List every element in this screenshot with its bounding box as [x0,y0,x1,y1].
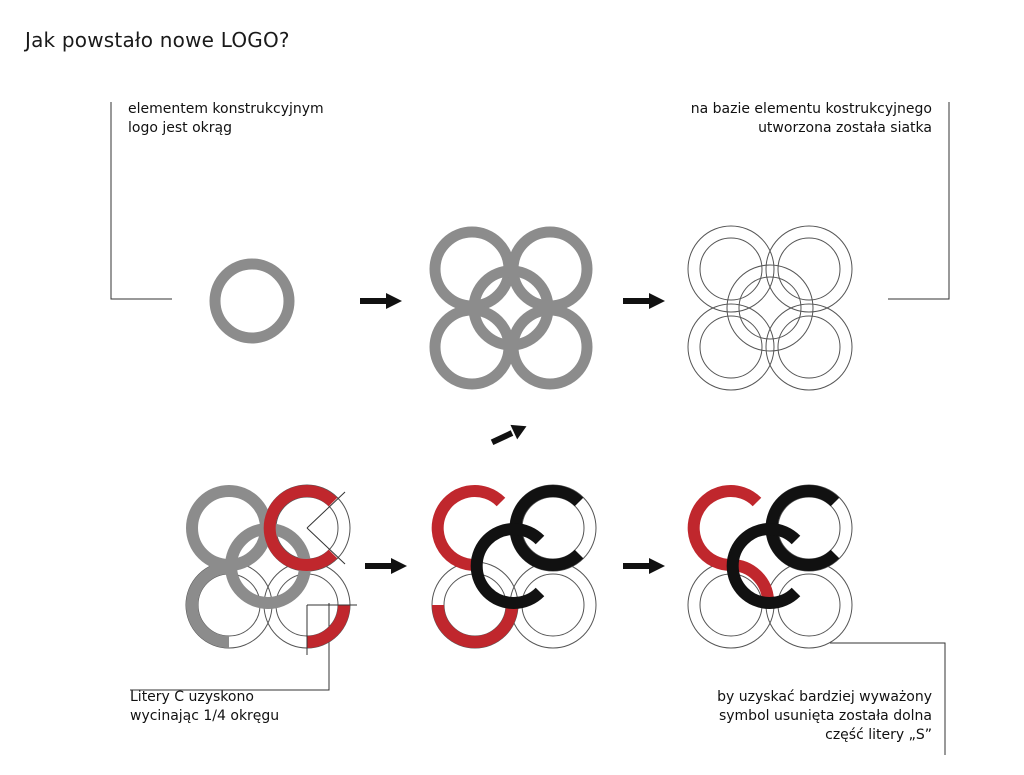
note-grid: na bazie elementu kostrukcyjnego utworzo… [691,100,932,138]
note-balance: by uzyskać bardziej wyważony symbol usun… [717,688,932,745]
gray-arc [186,562,230,606]
leader-lines [110,102,950,755]
note-line: Litery C uzyskono [130,689,254,705]
grid-circle [765,225,853,313]
outline-grid [687,225,853,391]
note-line: symbol usunięta została dolna [718,708,932,724]
red-quarter-arc [306,604,350,648]
red-c-arc [687,485,762,572]
note-line: na bazie elementu kostrukcyjnego [690,101,932,117]
grid-circle [699,315,763,379]
grid-circle [699,237,763,301]
cut-line [306,527,346,565]
construction-circle [209,258,295,344]
final-logo [687,484,853,649]
grid-circle [687,225,775,313]
arrow-right-icon [623,293,665,309]
note-line: część litery „S” [825,727,932,743]
note-line: logo jest okrąg [128,120,232,136]
leader-line-grid [888,102,950,300]
leader-line-construction-circle [110,102,172,300]
grid-circle [687,303,775,391]
cut-lines [306,491,357,655]
logo-draft [431,484,597,649]
cut-line [306,491,346,529]
note-construction-circle: elementem konstrukcyjnym logo jest okrąg [128,100,324,138]
cluster-circle [507,304,593,390]
grid-circle [738,276,802,340]
note-letters-c: Litery C uzyskono wycinając 1/4 okręgu [130,688,279,726]
grid-circle [765,303,853,391]
leader-line-balance [830,642,946,755]
grid-circle [777,237,841,301]
black-c-arc [470,523,545,609]
note-line: elementem konstrukcyjnym [128,101,324,117]
letters-c-construction [185,484,357,655]
grid-circle [726,264,814,352]
red-c-arc [263,485,338,571]
note-line: wycinając 1/4 okręgu [130,708,280,724]
five-circle-cluster [429,226,593,390]
grid-circle [777,315,841,379]
red-s-arc [432,604,518,649]
arrow-down-left-icon [490,424,527,446]
page-title: Jak powstało nowe LOGO? [25,28,290,52]
black-c-arc [726,523,801,609]
leader-line-letters-c [130,603,330,691]
note-line: by uzyskać bardziej wyważony [717,689,932,705]
arrow-right-icon [623,558,665,574]
arrow-right-icon [365,558,407,574]
red-c-arc [431,485,506,572]
note-line: utworzona została siatka [758,120,932,136]
arrow-right-icon [360,293,402,309]
gray-arc [186,604,230,648]
